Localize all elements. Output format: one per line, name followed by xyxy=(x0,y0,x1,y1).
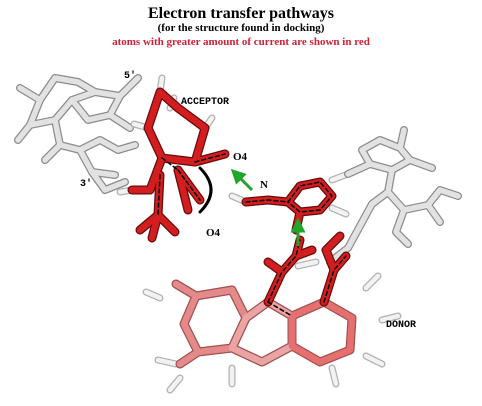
sugar-backbone-right xyxy=(326,126,462,266)
figure-title: Electron transfer pathways xyxy=(148,5,334,22)
donor-label: DONOR xyxy=(386,320,416,331)
acceptor-molecule xyxy=(116,74,230,243)
o4-bottom-label: O4 xyxy=(206,227,221,239)
sugar-backbone-left xyxy=(14,74,142,194)
five-prime-label: 5' xyxy=(124,70,136,82)
bridge-molecule xyxy=(228,170,352,235)
transfer-arrow-to-acceptor xyxy=(230,168,254,192)
figure-note: atoms with greater amount of current are… xyxy=(112,36,370,48)
nitrogen-label: N xyxy=(260,179,268,191)
three-prime-label: 3' xyxy=(80,178,92,190)
o4-top-label: O4 xyxy=(233,151,248,163)
donor-molecule xyxy=(142,231,402,394)
figure-subtitle: (for the structure found in docking) xyxy=(158,22,325,34)
acceptor-label: ACCEPTOR xyxy=(181,97,229,108)
